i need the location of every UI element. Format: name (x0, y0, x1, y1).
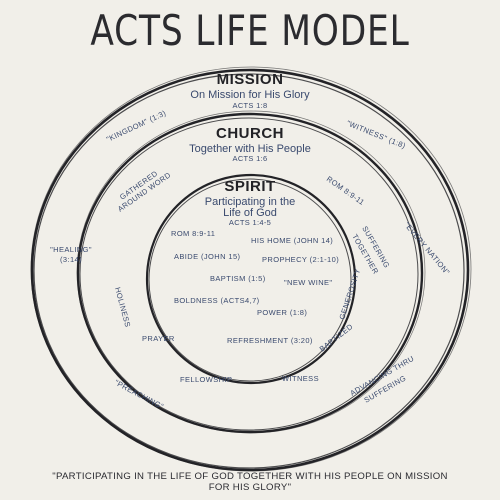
church-item-fellowship: FELLOWSHIP (180, 375, 232, 384)
church-item-holiness: HOLINESS (113, 286, 132, 328)
spirit-ref: ACTS 1:4-5 (229, 218, 271, 227)
spirit-item-boldness: BOLDNESS (ACTS4,7) (174, 296, 260, 305)
church-item-prayer: PRAYER (142, 334, 175, 343)
quote-line-2: FOR HIS GLORY" (208, 482, 292, 493)
church-heading: CHURCH (216, 125, 284, 142)
church-subtitle: Together with His People (189, 143, 311, 155)
mission-item-preaching: "PREACHING" (113, 378, 165, 411)
spirit-item-rom: ROM 8:9-11 (171, 229, 215, 238)
church-ring (76, 110, 426, 434)
mission-item-every-nation: "EVERY NATION" (402, 221, 451, 277)
mission-heading: MISSION (217, 71, 284, 88)
mission-item-healing-line2: (3:14) (60, 255, 82, 264)
spirit-item-baptism: BAPTISM (1:5) (210, 274, 266, 283)
mission-subtitle: On Mission for His Glory (190, 89, 310, 101)
spirit-ring (145, 173, 357, 385)
church-item-rom: ROM 8:9-11 (325, 174, 366, 207)
church-item-witness: WITNESS (282, 374, 319, 383)
church-item-baptized: BAPTIZED (318, 322, 355, 354)
spirit-item-refreshment: REFRESHMENT (3:20) (227, 336, 313, 345)
mission-ref: ACTS 1:8 (233, 101, 268, 110)
mission-ring (30, 66, 472, 472)
spirit-item-abide: ABIDE (JOHN 15) (174, 252, 241, 261)
spirit-item-new-wine: "NEW WINE" (284, 278, 333, 287)
spirit-subtitle-line2: Life of God (223, 207, 277, 219)
model-quote: "PARTICIPATING IN THE LIFE OF GOD TOGETH… (0, 471, 500, 493)
spirit-subtitle-line1: Participating in the (205, 196, 296, 208)
church-ref: ACTS 1:6 (233, 154, 268, 163)
spirit-item-power: POWER (1:8) (257, 308, 307, 317)
quote-line-1: "PARTICIPATING IN THE LIFE OF GOD TOGETH… (52, 471, 448, 482)
spirit-heading: SPIRIT (224, 178, 275, 195)
spirit-item-his-home: HIS HOME (JOHN 14) (251, 236, 333, 245)
page-title: ACTS LIFE MODEL (90, 6, 410, 55)
mission-item-healing-line1: "HEALING" (50, 245, 92, 254)
spirit-item-prophecy: PROPHECY (2:1-10) (262, 255, 339, 264)
